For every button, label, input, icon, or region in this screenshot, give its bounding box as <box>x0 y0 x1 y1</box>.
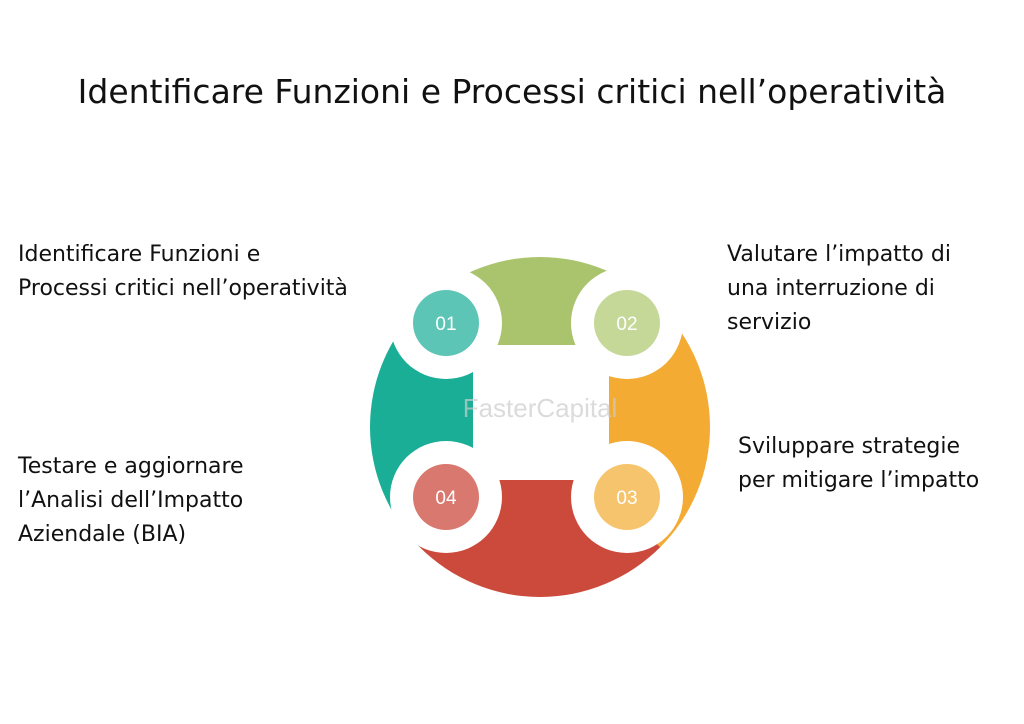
center-cutout <box>473 345 609 480</box>
page-title: Identificare Funzioni e Processi critici… <box>77 72 947 111</box>
step-badge-01 <box>413 290 479 356</box>
step-01-label: Identificare Funzioni e Processi critici… <box>18 238 348 306</box>
label-line: Sviluppare strategie <box>738 434 961 459</box>
label-line: una interruzione di <box>727 276 935 301</box>
label-line: Valutare l’impatto di <box>727 242 951 267</box>
label-line: Identificare Funzioni e <box>18 242 261 267</box>
step-badge-04 <box>413 464 479 530</box>
label-line: Processi critici nell’operatività <box>18 276 348 301</box>
segment-04 <box>419 427 661 597</box>
label-line: Testare e aggiornare <box>18 454 244 479</box>
step-04-label: Testare e aggiornare l’Analisi dell’Impa… <box>18 450 244 552</box>
step-number: 04 <box>435 488 457 509</box>
label-line: l’Analisi dell’Impatto <box>18 488 244 513</box>
step-02-label: Valutare l’impatto di una interruzione d… <box>727 238 951 340</box>
step-badge-03 <box>594 464 660 530</box>
label-line: Aziendale (BIA) <box>18 522 187 547</box>
step-badge-02 <box>594 290 660 356</box>
label-line: per mitigare l’impatto <box>738 468 980 493</box>
step-number: 01 <box>435 314 456 335</box>
step-number: 03 <box>616 488 637 509</box>
step-number: 02 <box>616 314 637 335</box>
watermark: FasterCapital <box>463 393 618 423</box>
label-line: servizio <box>727 310 812 335</box>
step-03-label: Sviluppare strategie per mitigare l’impa… <box>738 430 979 498</box>
